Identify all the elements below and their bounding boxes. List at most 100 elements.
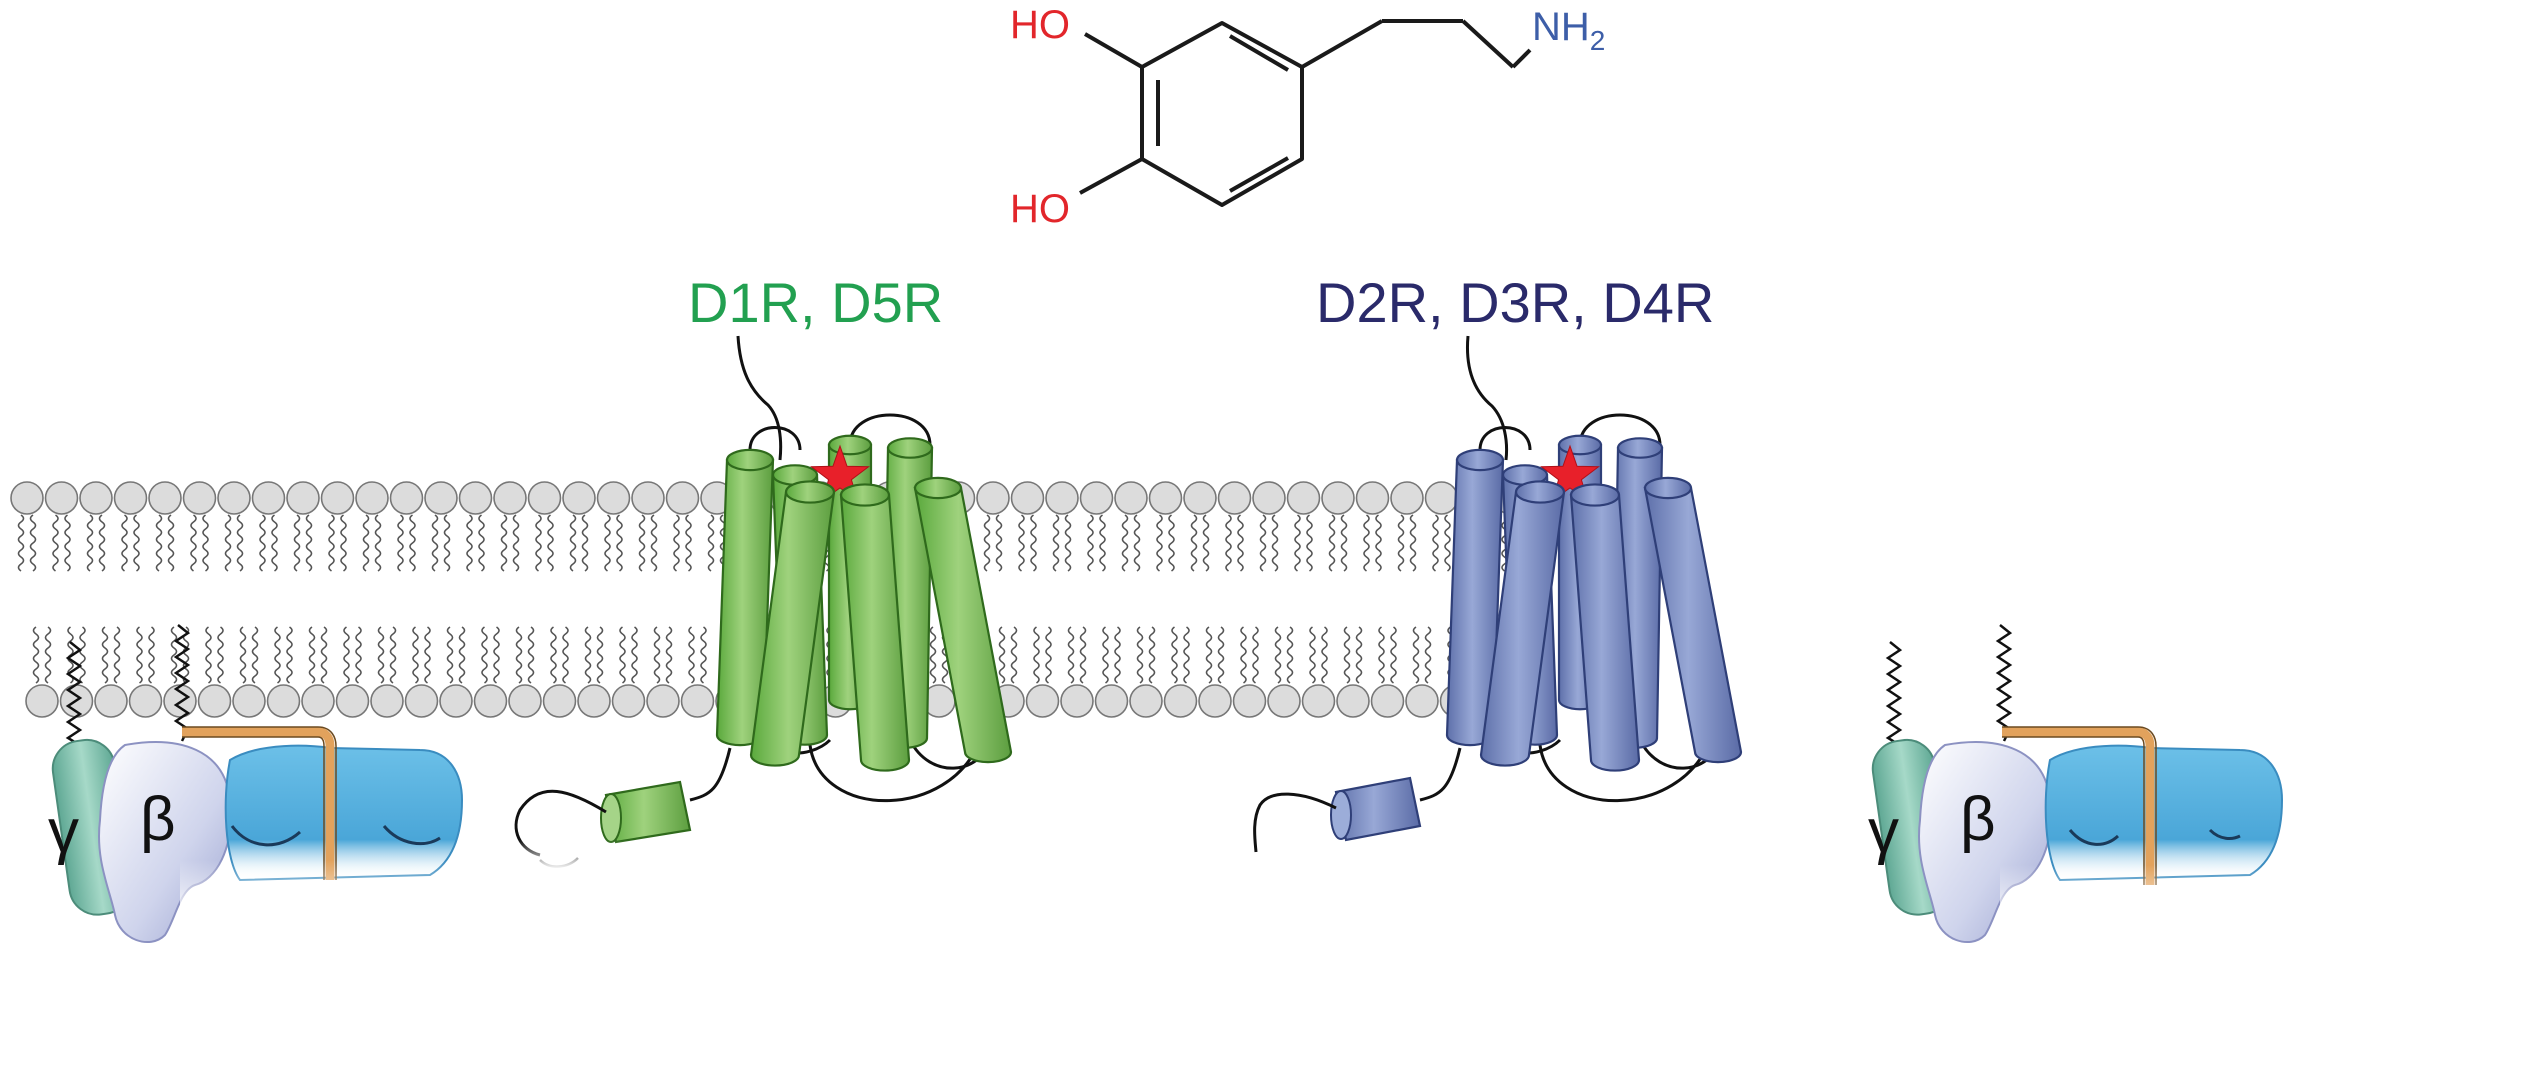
- lipid-head-inner: [266, 684, 301, 718]
- lipid-head-inner: [1405, 684, 1439, 718]
- lipid-tail: [1390, 626, 1397, 684]
- lipid-tail: [493, 626, 500, 684]
- lipid-tail: [1079, 626, 1087, 684]
- lipid-tail: [500, 514, 508, 572]
- lipid-anchor-gamma-right: [1885, 641, 1903, 759]
- lipid-tail: [569, 514, 577, 572]
- lipid-anchor-gamma-left: [65, 641, 83, 759]
- helix-body: [1643, 486, 1743, 764]
- lipid-tail: [44, 626, 52, 684]
- lipid-tail: [32, 626, 40, 684]
- beta-label-left: β: [140, 785, 176, 854]
- lipid-head-outer: [1045, 481, 1079, 515]
- lipid-tail: [190, 514, 197, 572]
- lipid-tail: [995, 514, 1003, 572]
- helix-body: [749, 490, 836, 767]
- lipid-tail: [1168, 514, 1175, 572]
- lipid-tail: [1375, 514, 1382, 572]
- lipid-tail: [1412, 626, 1420, 684]
- lipid-tail: [1363, 514, 1370, 572]
- lipid-tail: [1121, 514, 1129, 572]
- lipid-tail: [1202, 514, 1210, 572]
- lipid-tail: [466, 514, 473, 572]
- lipid-tail: [458, 626, 466, 684]
- helix-cylinder: [1445, 448, 1505, 747]
- lipid-tail: [685, 514, 692, 572]
- receptor-loop: [1578, 413, 1662, 446]
- lipid-head-outer: [1390, 481, 1424, 515]
- helix-top: [839, 483, 891, 507]
- lipid-head-inner: [473, 684, 508, 718]
- lipid-head-outer: [631, 481, 665, 515]
- lipid-head-outer: [355, 481, 389, 515]
- lipid-head-outer: [148, 481, 182, 515]
- g-protein-left: γ β: [48, 624, 640, 980]
- lipid-tail: [155, 514, 163, 572]
- lipid-tail: [343, 626, 350, 684]
- lipid-tail: [584, 626, 592, 684]
- lipid-tail: [1225, 514, 1232, 572]
- lipid-tail: [1018, 514, 1025, 572]
- lipid-tail: [1424, 626, 1432, 684]
- lipid-head-outer: [493, 481, 527, 515]
- lipid-head-outer: [1148, 481, 1183, 515]
- lipid-head-outer: [320, 481, 355, 515]
- lipid-tail: [512, 514, 520, 572]
- lipid-tail: [1286, 626, 1294, 684]
- lipid-tail: [1156, 514, 1163, 572]
- lipid-head-outer: [1079, 481, 1114, 515]
- lipid-head-outer: [217, 481, 251, 515]
- c-terminus: [1253, 792, 1337, 853]
- lipid-tail: [653, 626, 661, 684]
- lipid-tail: [389, 626, 397, 684]
- lipid-head-inner: [542, 684, 577, 718]
- helix-top: [1569, 483, 1621, 507]
- lipid-tail: [259, 514, 266, 572]
- lipid-tail: [631, 626, 638, 684]
- lipid-tail: [604, 514, 611, 572]
- helix-top: [1643, 476, 1693, 500]
- lipid-tail: [374, 514, 382, 572]
- lipid-tail: [616, 514, 623, 572]
- lipid-tail: [1148, 626, 1156, 684]
- lipid-head-outer: [286, 481, 320, 515]
- alpha-detail-right: [2068, 828, 2241, 846]
- lipid-tail: [1294, 514, 1301, 572]
- beta-label-right: β: [1960, 785, 1996, 854]
- helix-8-cap: [1330, 790, 1352, 840]
- lipid-tail: [1010, 626, 1018, 684]
- lipid-tail: [113, 626, 121, 684]
- lipid-tail: [79, 626, 86, 684]
- gamma-label-right: γ: [1868, 797, 1899, 866]
- lipid-tail: [17, 514, 25, 572]
- amine-label: NH2: [1532, 5, 1605, 56]
- lipid-tail: [619, 626, 626, 684]
- lipid-head-outer: [596, 481, 631, 515]
- helix-top: [886, 437, 934, 459]
- lipid-tail: [515, 626, 523, 684]
- helix-body: [1569, 493, 1641, 772]
- lipid-tail: [217, 626, 224, 684]
- lipid-head-inner: [128, 684, 163, 718]
- lipid-head-inner: [335, 684, 370, 718]
- lipid-head-inner: [1129, 684, 1163, 718]
- lipid-head-inner: [1232, 684, 1267, 718]
- lipid-tail: [86, 514, 94, 572]
- gamma-label-left: γ: [48, 797, 79, 866]
- lipid-head-outer: [527, 481, 562, 515]
- lipid-tail: [1183, 626, 1190, 684]
- lipid-tail: [239, 626, 247, 684]
- lipid-tail: [1432, 514, 1439, 572]
- lipid-tail: [562, 626, 569, 684]
- lipid-head-inner: [1060, 684, 1094, 718]
- lipid-head-outer: [1217, 481, 1252, 515]
- lipid-head-outer: [79, 481, 113, 515]
- lipid-tail: [1099, 514, 1106, 572]
- lipid-tail: [1190, 514, 1198, 572]
- lipid-head-inner: [370, 684, 404, 718]
- lipid-tail: [1064, 514, 1072, 572]
- lipid-tail: [98, 514, 106, 572]
- lipid-head-outer: [44, 481, 79, 515]
- receptor-loop: [748, 426, 802, 451]
- lipid-tail: [1171, 626, 1178, 684]
